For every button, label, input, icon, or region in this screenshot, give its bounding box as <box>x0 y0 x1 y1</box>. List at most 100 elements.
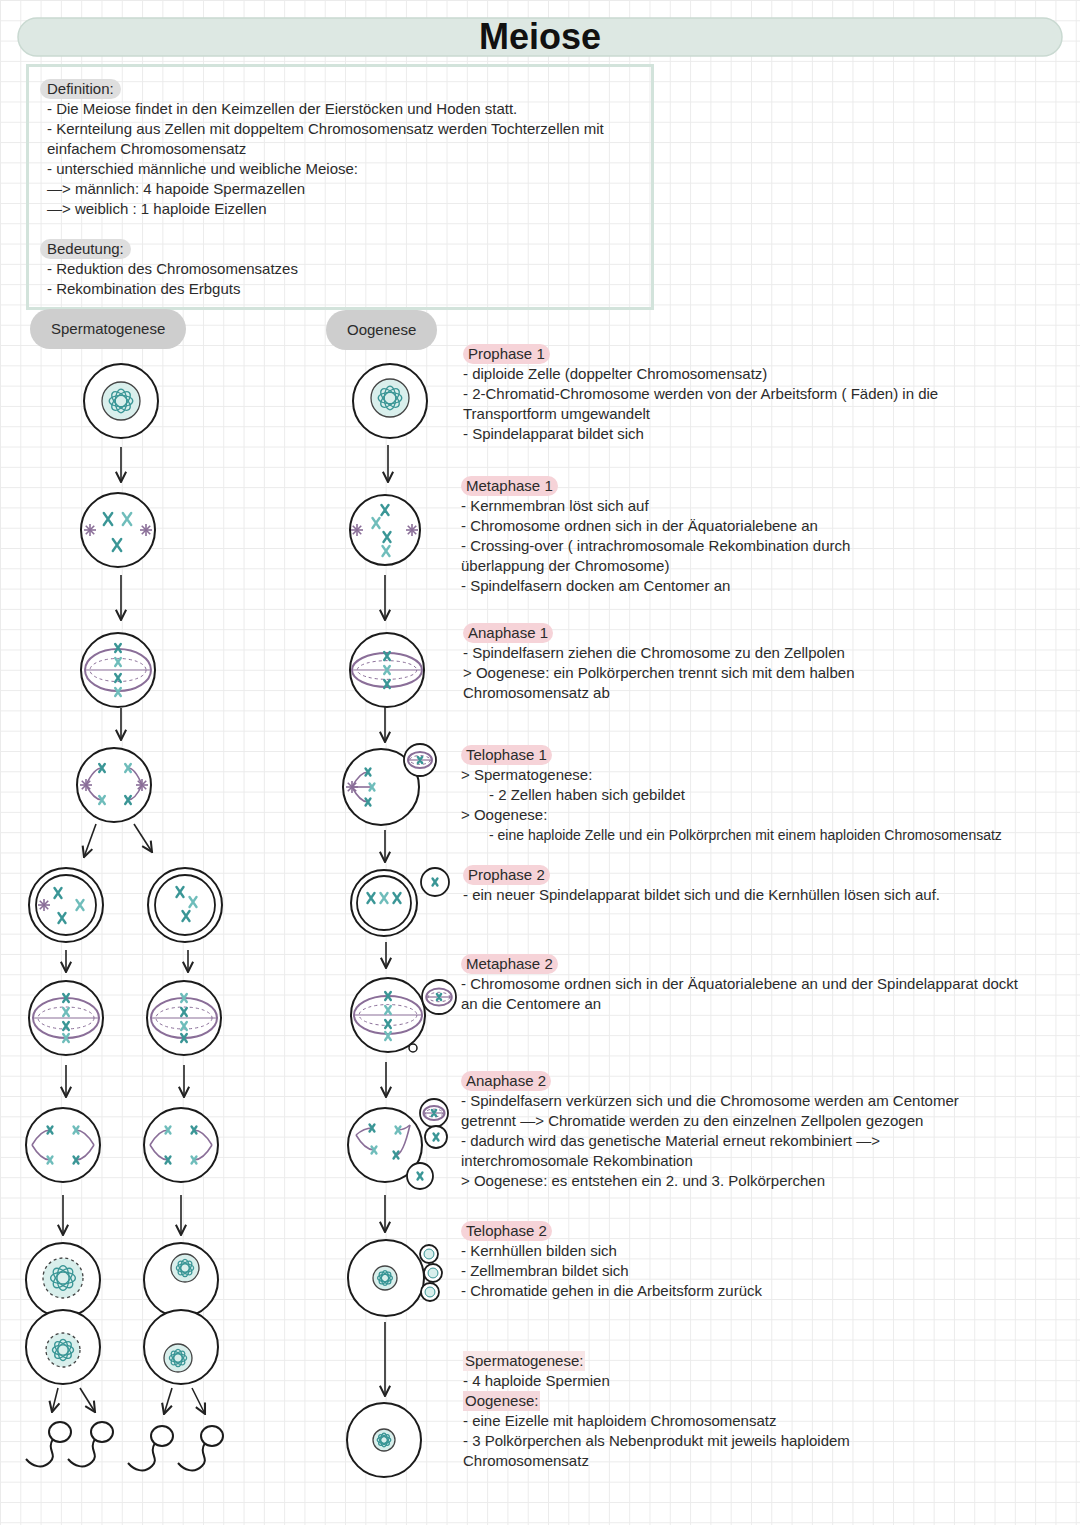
chromosome <box>115 644 121 652</box>
chromosome <box>418 1173 423 1180</box>
polar-body <box>425 1126 447 1148</box>
chromatin <box>176 1259 194 1277</box>
chromatin <box>52 1339 74 1361</box>
chromatin <box>377 1270 393 1286</box>
chromosome <box>385 1032 391 1040</box>
column-header: Spermatogenese <box>30 309 186 349</box>
phase-note: - Chromosome ordnen sich in der Äquatori… <box>461 974 1036 1014</box>
chromosome <box>99 764 105 772</box>
definition-text: —> männlich: 4 hapoide Spermazellen <box>47 179 647 199</box>
chromatin <box>50 1265 76 1291</box>
chromosome <box>432 1110 436 1116</box>
phase-note: > Spermatogenese: <box>461 765 1073 785</box>
centrosome <box>142 781 146 785</box>
phase-section: Metaphase 1- Kernmembran löst sich auf- … <box>461 476 893 596</box>
sperm-head <box>201 1426 223 1446</box>
heading-text: Telophase 2 <box>466 1221 547 1241</box>
chromosome <box>366 799 371 806</box>
phase-heading: Telophase 1 <box>461 745 552 765</box>
nuclear-envelope <box>36 875 96 935</box>
phase-section: Anaphase 2- Spindelfasern verkürzen sich… <box>461 1071 1006 1191</box>
spindle <box>352 653 422 687</box>
cell-membrane <box>144 1310 218 1384</box>
chromosome <box>381 893 388 903</box>
chromosome <box>166 1157 171 1164</box>
phase-note: - 3 Polkörperchen als Nebenprodukt mit j… <box>463 1431 903 1471</box>
centrosome <box>357 526 361 530</box>
chromosome <box>48 1127 53 1134</box>
nucleus <box>46 1333 80 1367</box>
phase-heading: Anaphase 2 <box>461 1071 551 1091</box>
spindle <box>408 752 432 768</box>
nucleus <box>371 379 409 417</box>
polar-body <box>424 1264 442 1282</box>
flow-arrow <box>384 830 386 862</box>
flow-arrow <box>120 708 122 740</box>
heading-text: Oogenese <box>347 320 416 340</box>
phase-note: - dadurch wird das genetische Material e… <box>461 1131 1006 1171</box>
phase-heading: Metaphase 1 <box>461 476 558 496</box>
chromatin <box>377 1270 393 1286</box>
chromatin <box>109 395 133 406</box>
chromosome <box>104 513 112 525</box>
flow-arrow <box>384 1195 386 1232</box>
chromosome <box>63 994 69 1002</box>
definition-text: - Die Meiose findet in den Keimzellen de… <box>47 99 647 119</box>
centrosome <box>412 526 416 530</box>
chromosome <box>63 1034 69 1042</box>
phase-note: > Oogenese: <box>461 805 1073 825</box>
cell-membrane <box>81 493 155 567</box>
chromosome <box>166 1127 171 1134</box>
polar-body <box>404 744 436 776</box>
definition-text: - unterschied männliche und weibliche Me… <box>47 159 647 179</box>
heading-text: Spermatogenese <box>51 319 165 339</box>
nucleus <box>43 1258 83 1298</box>
flow-arrow <box>120 447 122 482</box>
chromatin <box>51 1272 76 1284</box>
phase-note: - 4 haploide Spermien <box>463 1371 903 1391</box>
chromosome <box>177 887 184 897</box>
flow-arrow <box>80 1388 95 1412</box>
cell-membrane <box>29 868 103 942</box>
flow-arrow <box>387 445 389 482</box>
centrosome <box>44 901 48 905</box>
chromosome <box>385 992 391 1000</box>
phase-note: - Chromatide gehen in die Arbeitsform zu… <box>461 1281 881 1301</box>
spindle <box>85 669 151 670</box>
phase-note: > Oogenese: ein Polkörperchen trennt sic… <box>463 663 895 703</box>
flow-arrow <box>84 824 96 857</box>
chromosome <box>183 911 190 921</box>
polar-body <box>421 1283 439 1301</box>
phase-note: - Spindelfasern verkürzen sich und die C… <box>461 1091 1006 1131</box>
phase-note: - diploide Zelle (doppelter Chromosomens… <box>463 364 963 384</box>
nucleus <box>373 1266 397 1290</box>
chromatin <box>115 389 126 413</box>
phase-note: - eine haploide Zelle und ein Polkörprch… <box>461 825 1073 845</box>
flow-arrow <box>134 824 152 852</box>
spindle <box>354 996 422 1034</box>
phase-section: Metaphase 2- Chromosome ordnen sich in d… <box>461 954 1036 1014</box>
chromosome <box>125 764 131 772</box>
spindle <box>151 1017 217 1018</box>
chromatin <box>378 392 402 403</box>
sperm-tail <box>68 1439 95 1466</box>
chromatin <box>50 1265 76 1291</box>
chromosome <box>181 1034 187 1042</box>
chromosome <box>434 1134 439 1141</box>
cell-membrane <box>29 981 103 1055</box>
nucleus <box>428 1268 438 1278</box>
phase-heading: Anaphase 1 <box>463 623 553 643</box>
phase-note: - Crossing-over ( intrachromosomale Reko… <box>461 536 893 576</box>
cell-membrane <box>144 1243 218 1317</box>
heading-text: Definition: <box>47 79 114 99</box>
chromatin <box>377 1433 391 1447</box>
nucleus <box>373 1429 395 1451</box>
heading-text: Prophase 2 <box>468 865 545 885</box>
spindle <box>424 1106 445 1120</box>
spindle <box>354 1014 422 1015</box>
nucleus <box>425 1287 435 1297</box>
spindle <box>33 1017 99 1018</box>
flow-arrow <box>384 575 386 620</box>
cell-membrane <box>148 868 222 942</box>
